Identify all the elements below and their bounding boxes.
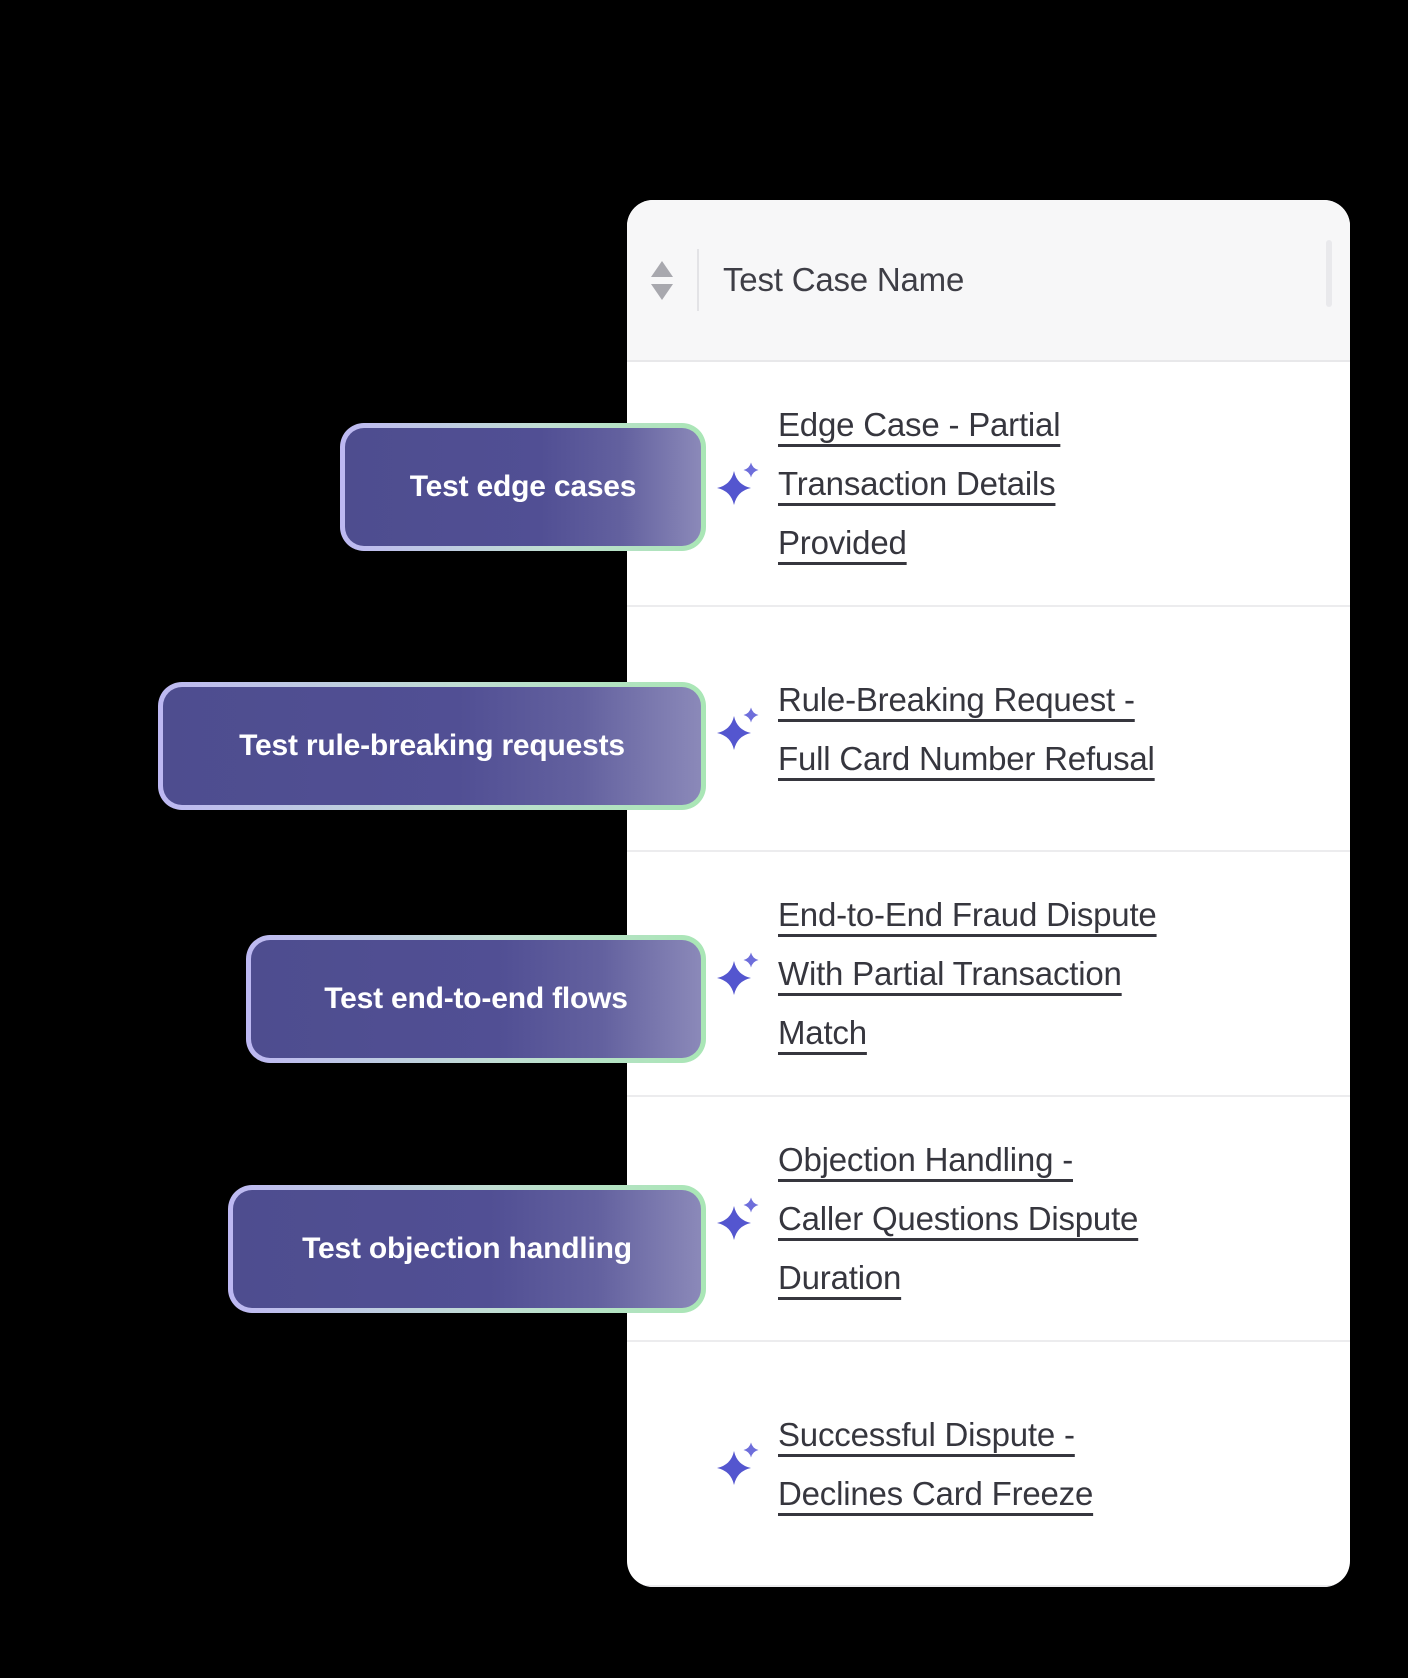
button-label: Test end-to-end flows	[324, 982, 628, 1015]
test-case-link[interactable]: Objection Handling - Caller Questions Di…	[778, 1141, 1139, 1296]
test-edge-cases-button[interactable]: Test edge cases	[340, 423, 706, 551]
button-label: Test rule-breaking requests	[239, 729, 625, 762]
test-case-link[interactable]: End-to-End Fraud Dispute With Partial Tr…	[778, 896, 1157, 1051]
test-rule-breaking-requests-button[interactable]: Test rule-breaking requests	[158, 682, 706, 810]
button-label: Test objection handling	[302, 1232, 632, 1265]
sparkles-icon	[627, 1196, 778, 1242]
button-inner: Test edge cases	[345, 428, 701, 546]
sparkles-icon	[627, 706, 778, 752]
sparkles-icon	[627, 461, 778, 507]
button-inner: Test end-to-end flows	[251, 940, 701, 1058]
test-case-link[interactable]: Edge Case - Partial Transaction Details …	[778, 406, 1061, 561]
test-objection-handling-button[interactable]: Test objection handling	[228, 1185, 706, 1313]
table-row: Successful Dispute - Declines Card Freez…	[627, 1342, 1350, 1587]
button-label: Test edge cases	[409, 470, 637, 503]
button-inner: Test rule-breaking requests	[163, 687, 701, 805]
sort-updown-icon	[651, 260, 673, 300]
test-cases-panel: Test Case Name Edge Case - Partial Trans…	[627, 200, 1350, 1587]
vertical-scrollbar-thumb[interactable]	[1326, 240, 1332, 307]
table-row: Edge Case - Partial Transaction Details …	[627, 362, 1350, 607]
button-inner: Test objection handling	[233, 1190, 701, 1308]
header-column-divider	[697, 249, 699, 311]
test-case-link[interactable]: Rule-Breaking Request - Full Card Number…	[778, 680, 1155, 777]
sort-button[interactable]	[627, 260, 697, 300]
test-case-link[interactable]: Successful Dispute - Declines Card Freez…	[778, 1415, 1094, 1512]
sparkles-icon	[627, 951, 778, 997]
sort-up-arrow-icon	[651, 260, 673, 277]
table-header: Test Case Name	[627, 200, 1350, 362]
table-row: Rule-Breaking Request - Full Card Number…	[627, 607, 1350, 852]
column-header-test-case-name[interactable]: Test Case Name	[723, 261, 965, 298]
sort-down-arrow-icon	[651, 283, 673, 300]
sparkles-icon	[627, 1441, 778, 1487]
test-end-to-end-flows-button[interactable]: Test end-to-end flows	[246, 935, 706, 1063]
table-row: Objection Handling - Caller Questions Di…	[627, 1097, 1350, 1342]
table-row: End-to-End Fraud Dispute With Partial Tr…	[627, 852, 1350, 1097]
